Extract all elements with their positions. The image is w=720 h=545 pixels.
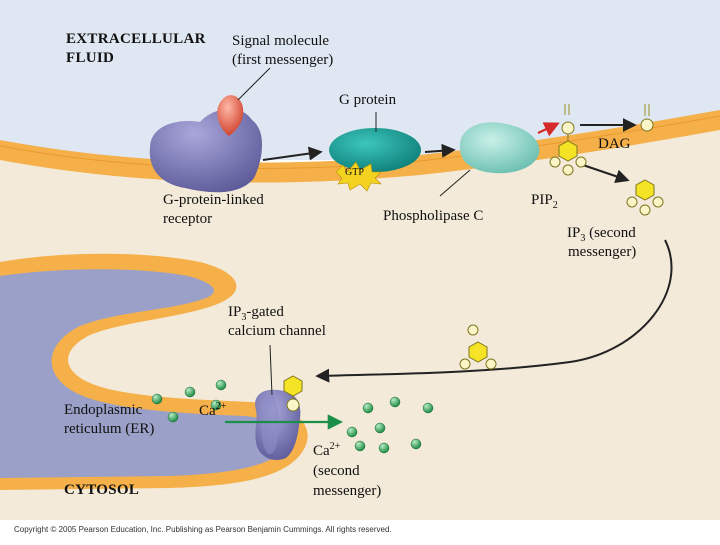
copyright-notice: Copyright © 2005 Pearson Education, Inc.… (14, 525, 392, 534)
er-label-line2: reticulum (ER) (64, 421, 155, 437)
calcium-ions-cytosol (346, 396, 434, 454)
leader-signal-molecule (237, 67, 271, 101)
ip3-label-rest: (second (585, 225, 636, 241)
extracellular-fluid-label-line2: FLUID (66, 50, 115, 66)
leader-channel (269, 344, 273, 396)
ca-cytosol-label-text: Ca (313, 443, 330, 459)
arrow-gprotein-to-plc (424, 143, 456, 158)
pip2-label-text: PIP (531, 192, 553, 208)
ca-er-label: Ca2+ (199, 402, 226, 421)
ca-er-label-sup: 2+ (215, 401, 227, 412)
channel-label: IP3-gated (228, 303, 284, 323)
channel-label-text: IP (228, 304, 242, 320)
channel-label-line2: calcium channel (228, 323, 326, 339)
ca-er-label-text: Ca (199, 403, 216, 419)
gpcr-label-line2: receptor (163, 211, 213, 227)
er-label: Endoplasmic (64, 402, 143, 418)
arrow-ip3-to-channel (315, 239, 673, 383)
ip3-molecule (626, 179, 664, 216)
signal-molecule-label: Signal molecule (232, 33, 330, 49)
phospholipase-c-shape (459, 122, 540, 174)
extracellular-fluid-label: EXTRACELLULAR (66, 31, 206, 47)
ca-cytosol-label-line3: messenger) (313, 483, 382, 499)
arrow-to-ip3 (582, 164, 630, 184)
pip2-label-sub: 2 (552, 200, 558, 211)
ip3-label-line2: messenger) (568, 244, 637, 260)
gtp-label: GTP (345, 167, 364, 178)
signal-molecule-label-line2: (first messenger) (232, 52, 334, 68)
ip3-gated-calcium-channel (255, 375, 303, 461)
dag-molecule (640, 104, 654, 132)
ca-cytosol-label-sup: 2+ (329, 441, 341, 452)
ip3-label-sub: 3 (580, 233, 586, 244)
ca-cytosol-label-line2: (second (313, 463, 360, 479)
ip3-label-text: IP (567, 225, 581, 241)
er-lumen (0, 269, 288, 478)
g-protein-label: G protein (339, 92, 397, 108)
pip2-molecule (549, 104, 587, 176)
cytosol-label: CYTOSOL (64, 482, 140, 498)
calcium-ions-er (151, 379, 227, 423)
ca-cytosol-label: Ca2+ (313, 442, 340, 461)
gtp-burst (335, 161, 382, 192)
arrow-receptor-to-gprotein (262, 146, 323, 161)
phospholipase-c-label: Phospholipase C (383, 208, 484, 224)
leader-phospholipase-c (439, 169, 471, 197)
gpcr-label: G-protein-linked (163, 192, 264, 208)
pip2-label: PIP2 (531, 191, 558, 211)
channel-label-rest: -gated (246, 304, 284, 320)
channel-label-sub: 3 (241, 312, 247, 323)
dag-label: DAG (598, 136, 631, 152)
ip3-molecule-cytosol (459, 324, 497, 370)
g-protein-shape (329, 128, 421, 172)
signal-molecule-shape (217, 95, 244, 136)
red-arrow-plc-to-pip2 (537, 122, 560, 137)
ip3-label: IP3 (second (567, 224, 636, 244)
